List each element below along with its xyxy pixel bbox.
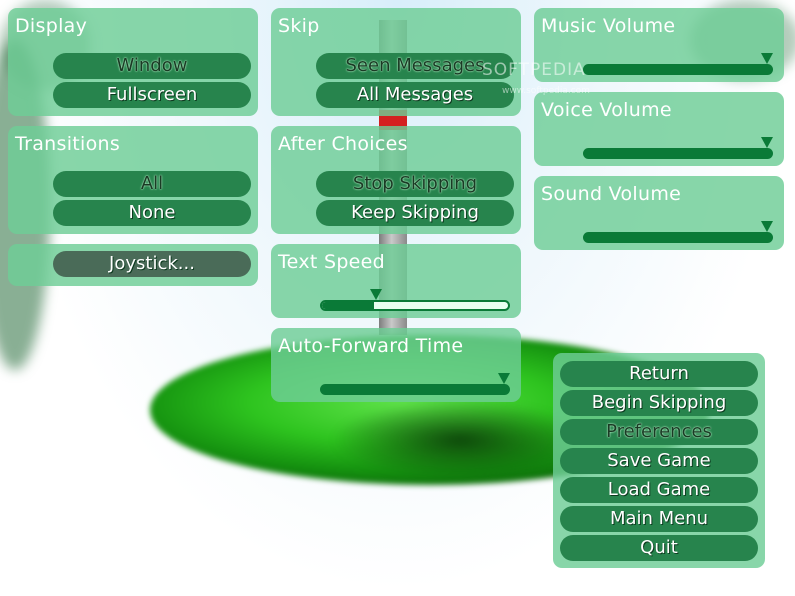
- joystick-panel: Joystick...: [8, 244, 258, 286]
- begin-skipping-button[interactable]: Begin Skipping: [560, 390, 758, 416]
- save-game-button[interactable]: Save Game: [560, 448, 758, 474]
- display-title: Display: [15, 15, 88, 37]
- load-game-button[interactable]: Load Game: [560, 477, 758, 503]
- voice-volume-panel: Voice Volume: [534, 92, 784, 166]
- main-menu-button[interactable]: Main Menu: [560, 506, 758, 532]
- watermark: SOFTPEDIA: [482, 60, 586, 80]
- transitions-title: Transitions: [15, 133, 121, 155]
- skip-panel: Skip Seen Messages All Messages: [271, 8, 521, 116]
- keep-skipping-button[interactable]: Keep Skipping: [316, 200, 514, 226]
- display-fullscreen-button[interactable]: Fullscreen: [53, 82, 251, 108]
- transitions-none-button[interactable]: None: [53, 200, 251, 226]
- text-speed-panel: Text Speed: [271, 244, 521, 318]
- after-choices-title: After Choices: [278, 133, 408, 155]
- voice-volume-slider[interactable]: [583, 148, 773, 159]
- sound-volume-panel: Sound Volume: [534, 176, 784, 250]
- text-speed-slider[interactable]: [320, 300, 510, 311]
- display-window-button[interactable]: Window: [53, 53, 251, 79]
- music-volume-panel: Music Volume: [534, 8, 784, 82]
- sound-volume-title: Sound Volume: [541, 183, 682, 205]
- after-choices-panel: After Choices Stop Skipping Keep Skippin…: [271, 126, 521, 234]
- music-volume-thumb[interactable]: [761, 53, 773, 64]
- voice-volume-thumb[interactable]: [761, 137, 773, 148]
- sound-volume-slider[interactable]: [583, 232, 773, 243]
- skip-seen-messages-button[interactable]: Seen Messages: [316, 53, 514, 79]
- text-speed-thumb[interactable]: [369, 289, 382, 300]
- skip-all-messages-button[interactable]: All Messages: [316, 82, 514, 108]
- watermark-url: www.softpedia.com: [502, 86, 590, 96]
- transitions-all-button[interactable]: All: [53, 171, 251, 197]
- auto-forward-title: Auto-Forward Time: [278, 335, 464, 357]
- preferences-button[interactable]: Preferences: [560, 419, 758, 445]
- joystick-button[interactable]: Joystick...: [53, 251, 251, 277]
- music-volume-title: Music Volume: [541, 15, 676, 37]
- text-speed-title: Text Speed: [278, 251, 386, 273]
- text-speed-fill: [322, 302, 375, 309]
- auto-forward-thumb[interactable]: [498, 373, 510, 384]
- auto-forward-panel: Auto-Forward Time: [271, 328, 521, 402]
- display-panel: Display Window Fullscreen: [8, 8, 258, 116]
- music-volume-slider[interactable]: [583, 64, 773, 75]
- quit-button[interactable]: Quit: [560, 535, 758, 561]
- auto-forward-slider[interactable]: [320, 384, 510, 395]
- grass-shadow: [330, 400, 590, 480]
- transitions-panel: Transitions All None: [8, 126, 258, 234]
- return-button[interactable]: Return: [560, 361, 758, 387]
- game-menu-panel: Return Begin Skipping Preferences Save G…: [553, 353, 765, 568]
- voice-volume-title: Voice Volume: [541, 99, 672, 121]
- skip-title: Skip: [278, 15, 320, 37]
- sound-volume-thumb[interactable]: [761, 221, 773, 232]
- stop-skipping-button[interactable]: Stop Skipping: [316, 171, 514, 197]
